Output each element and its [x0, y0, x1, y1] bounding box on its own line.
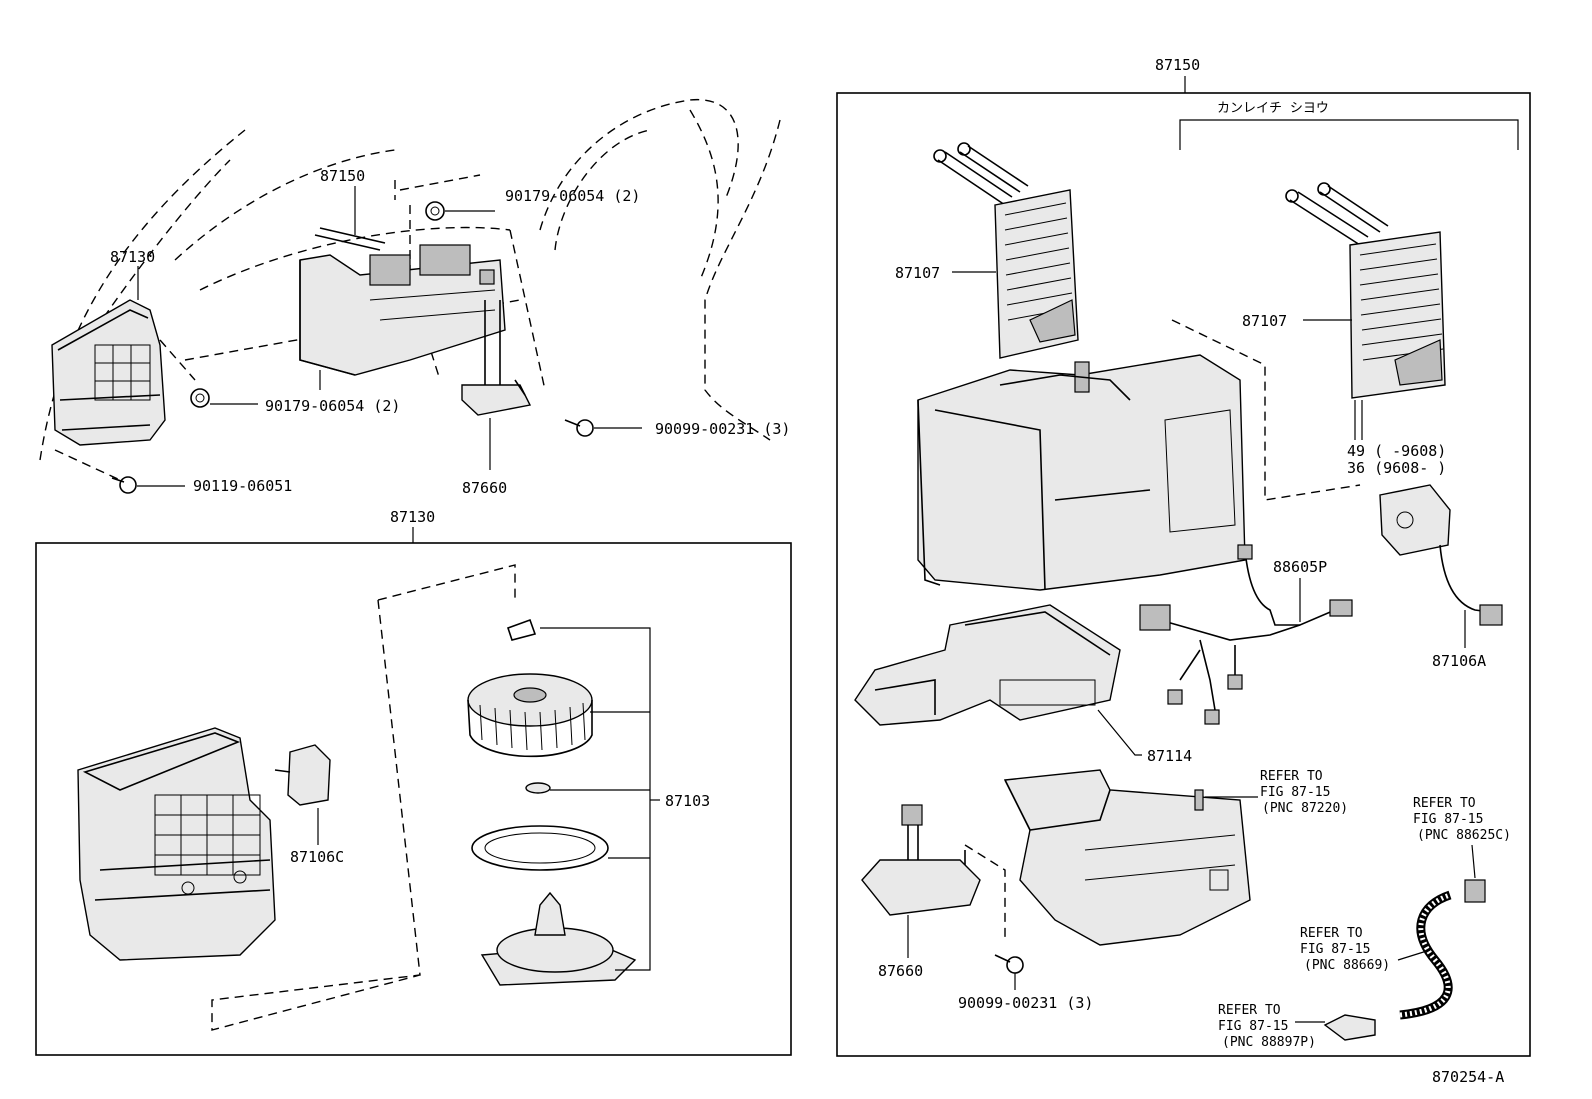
overview-resistor [461, 269, 532, 416]
heater-case [917, 354, 1246, 591]
label-ref-88669-l2: FIG 87-15 [1300, 942, 1370, 957]
label-ref-87220-l2: FIG 87-15 [1260, 785, 1330, 800]
label-87106a: 87106A [1432, 652, 1486, 670]
label-87660-detail: 87660 [878, 962, 923, 980]
label-ref-88897p-l3: (PNC 88897P) [1222, 1035, 1316, 1050]
label-87107-right: 87107 [1242, 312, 1287, 330]
label-87106c: 87106C [290, 848, 344, 866]
label-87150-top: 87150 [1155, 56, 1200, 74]
label-ref-87220-l1: REFER TO [1260, 769, 1323, 784]
air-duct [854, 604, 1121, 726]
heater-core-left [933, 142, 1079, 359]
label-87150-overview: 87150 [320, 167, 365, 185]
label-87114: 87114 [1147, 747, 1192, 765]
blower-motor-parts [467, 618, 637, 986]
label-cold-spec: カンレイチ シヨウ [1217, 101, 1329, 116]
label-ref-88625c-l3: (PNC 88625C) [1417, 828, 1511, 843]
heater-core-right [1285, 182, 1446, 399]
label-ref-88897p-l2: FIG 87-15 [1218, 1019, 1288, 1034]
label-range-49: 49 ( -9608) [1347, 442, 1446, 460]
hose-and-connector [1323, 879, 1486, 1041]
label-90099-00231-b: 90099-00231 (3) [958, 994, 1093, 1012]
overview-heater-unit [299, 227, 506, 376]
label-ref-88669-l3: (PNC 88669) [1304, 958, 1390, 973]
label-87103: 87103 [665, 792, 710, 810]
lower-housing [1003, 769, 1251, 946]
label-90119-06051: 90119-06051 [193, 477, 292, 495]
resistor-detail [861, 804, 981, 916]
wire-harness [1139, 544, 1353, 725]
frame-87150 [836, 92, 1531, 1057]
overview-fasteners [111, 201, 594, 494]
label-ref-88625c-l1: REFER TO [1413, 796, 1476, 811]
label-87130-box: 87130 [390, 508, 435, 526]
screw-detail [994, 954, 1024, 974]
label-ref-88625c-l2: FIG 87-15 [1413, 812, 1483, 827]
blower-case [77, 727, 276, 961]
diagram-id: 870254-A [1432, 1068, 1504, 1086]
overview-blower-unit [51, 299, 166, 446]
label-90179-06054-a: 90179-06054 (2) [505, 187, 640, 205]
label-87130-overview: 87130 [110, 248, 155, 266]
label-ref-88669-l1: REFER TO [1300, 926, 1363, 941]
blower-switch [274, 744, 331, 806]
label-90099-00231-a: 90099-00231 (3) [655, 420, 790, 438]
label-ref-88897p-l1: REFER TO [1218, 1003, 1281, 1018]
frame-87130 [35, 542, 792, 1056]
label-88605p: 88605P [1273, 558, 1327, 576]
label-90179-06054-b: 90179-06054 (2) [265, 397, 400, 415]
servo-motor [1379, 484, 1503, 626]
label-range-36: 36 (9608- ) [1347, 459, 1446, 477]
label-ref-87220-l3: (PNC 87220) [1262, 801, 1348, 816]
label-87107-left: 87107 [895, 264, 940, 282]
label-87660-overview: 87660 [462, 479, 507, 497]
